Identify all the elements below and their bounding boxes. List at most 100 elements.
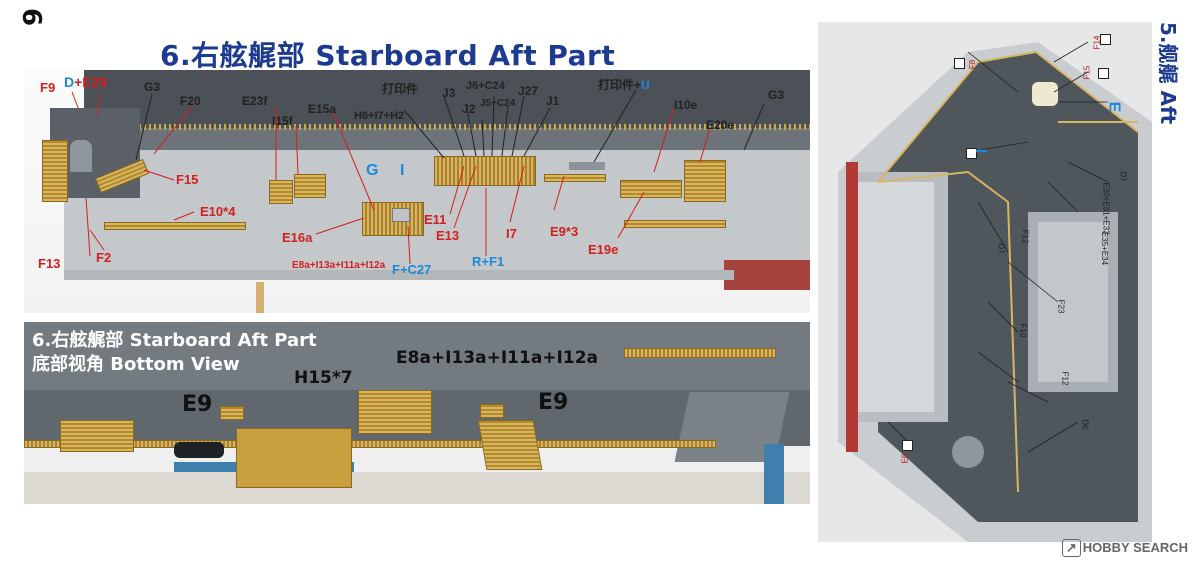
- bottom-photo-panel: 6.右舷艉部 Starboard Aft Part 底部视角 Bottom Vi…: [24, 322, 810, 504]
- icon-marker-f15: [1098, 68, 1109, 79]
- hull-bottom-shadow: [64, 270, 734, 280]
- label-j5-c24: J5+C24: [480, 98, 516, 109]
- callout-lines-top: [71, 89, 765, 265]
- support-post: [256, 282, 264, 313]
- label-f-c27: F+C27: [392, 262, 431, 277]
- label-e9-right: E9: [538, 390, 569, 415]
- label-f23: F23: [1056, 299, 1066, 314]
- label-r-f1: R+F1: [472, 254, 504, 269]
- bottom-title-line1: 6.右舷艉部 Starboard Aft Part: [32, 330, 317, 351]
- deck-boxes: [569, 162, 605, 170]
- right-photo-panel: F14 F8 F15 E I D7 E30+E31+E32 E35+E34 F1…: [818, 22, 1152, 542]
- label-f12-bot: F12: [1060, 371, 1070, 386]
- label-f-c27-text: F+C27: [392, 262, 432, 277]
- pe-left-basket: [60, 420, 134, 452]
- label-i7: I7: [506, 226, 517, 241]
- blue-post: [764, 444, 784, 504]
- label-j1: J1: [546, 94, 560, 108]
- hull-underside: [24, 322, 810, 402]
- label-e9-left: E9: [182, 392, 213, 417]
- pe-e9-right: [480, 404, 504, 418]
- label-print-part-u: 打印件+U: [598, 76, 650, 93]
- pe-top-vents: [624, 348, 776, 358]
- label-h15x7: H15*7: [294, 368, 353, 388]
- label-e6: E6: [900, 453, 910, 464]
- watermark-logo-icon: ↗: [1061, 539, 1081, 557]
- page-number: 6: [16, 8, 46, 27]
- pe-e9-basket: [477, 420, 543, 470]
- label-e10x4: E10*4: [200, 204, 236, 219]
- label-f20: F20: [180, 94, 201, 108]
- label-e8a-combo: E8a+I13a+I11a+I12a: [292, 260, 386, 271]
- label-e16a: E16a: [282, 230, 313, 245]
- label-f14: F14: [1092, 35, 1102, 50]
- sponson-railing: [42, 140, 68, 202]
- watermark: ↗HOBBY SEARCH: [1061, 539, 1188, 557]
- pe-e8a-combo: [358, 390, 432, 434]
- label-j27: J27: [518, 84, 539, 98]
- hatch-row-1: [104, 222, 246, 230]
- label-d6: D6: [1080, 419, 1090, 430]
- pe-h15: [236, 428, 352, 488]
- bottom-rail: [24, 440, 716, 448]
- deck-edge: [84, 128, 810, 150]
- label-r-f1-text: R+F1: [472, 254, 505, 269]
- label-plus-e29: +E29: [74, 74, 108, 90]
- label-f13: F13: [38, 256, 61, 271]
- ciws-mount: [70, 140, 92, 172]
- icon-marker-f14: [1100, 34, 1111, 45]
- label-j3: J3: [442, 86, 456, 100]
- platform-e20e: [684, 160, 726, 202]
- aft-deck-plan: [838, 41, 1152, 542]
- floor: [24, 472, 810, 504]
- label-e13: E13: [436, 228, 460, 243]
- label-d7-mid: D7: [996, 243, 1006, 254]
- label-e8a-combo-bottom: E8a+I13a+I11a+I12a: [396, 348, 599, 368]
- side-title: 5.舰艉 Aft: [1150, 22, 1190, 222]
- label-g3-left: G3: [144, 80, 161, 94]
- platform-i15f: [294, 174, 326, 198]
- icon-marker-e6: [902, 440, 913, 451]
- label-f2: F2: [96, 250, 112, 265]
- label-d-e29: D+E29: [64, 74, 107, 90]
- hull-waterline: [724, 260, 810, 290]
- label-print-part: 打印件: [382, 82, 419, 96]
- label-plus-u: +U: [634, 78, 650, 92]
- label-e23f: E23f: [242, 94, 268, 108]
- top-photo-panel: F9 D+E29 G3 F20 E23f I15f E15a H6+I7+H2 …: [24, 70, 810, 313]
- liferafts: [174, 442, 224, 458]
- label-j6-c24: J6+C24: [466, 80, 505, 92]
- label-print-part-2: 打印件: [598, 78, 635, 92]
- label-h6-i7-h2: H6+I7+H2: [354, 110, 405, 122]
- watermark-text: HOBBY SEARCH: [1082, 540, 1188, 555]
- label-f9: F9: [40, 80, 56, 95]
- label-f15-right: F15: [1082, 65, 1092, 80]
- label-e19e: E19e: [588, 242, 619, 257]
- label-e30-combo: E30+E31+E32: [1101, 182, 1111, 235]
- icon-marker-i: [966, 148, 977, 159]
- icon-marker-f8: [954, 58, 965, 69]
- label-e11: E11: [424, 212, 447, 227]
- label-f15: F15: [176, 172, 199, 187]
- label-e35-combo: E35+E34: [1100, 231, 1110, 266]
- label-e9x3: E9*3: [550, 224, 579, 239]
- label-e: E: [1105, 101, 1123, 113]
- label-i15f: I15f: [272, 114, 293, 128]
- radar-i: [392, 208, 410, 222]
- bottom-title-line2: 底部视角 Bottom View: [32, 354, 240, 375]
- label-e20e: E20e: [706, 118, 735, 132]
- island-base: [434, 156, 536, 186]
- side-title-text: 5.舰艉 Aft: [1156, 22, 1180, 125]
- hatch-row-2: [544, 174, 606, 182]
- platform-e19e: [620, 180, 682, 198]
- deck-railing: [84, 124, 810, 130]
- label-f12-top: F12: [1020, 229, 1030, 244]
- label-g3-right: G3: [768, 88, 785, 102]
- label-e15a: E15a: [308, 102, 337, 116]
- label-i10e: I10e: [674, 98, 698, 112]
- label-d7-top: D7: [1118, 171, 1128, 182]
- label-d: D: [64, 74, 75, 90]
- top-title: 6.右舷艉部 Starboard Aft Part: [160, 39, 616, 72]
- label-f10: F10: [1018, 323, 1028, 338]
- label-g: G: [366, 162, 379, 179]
